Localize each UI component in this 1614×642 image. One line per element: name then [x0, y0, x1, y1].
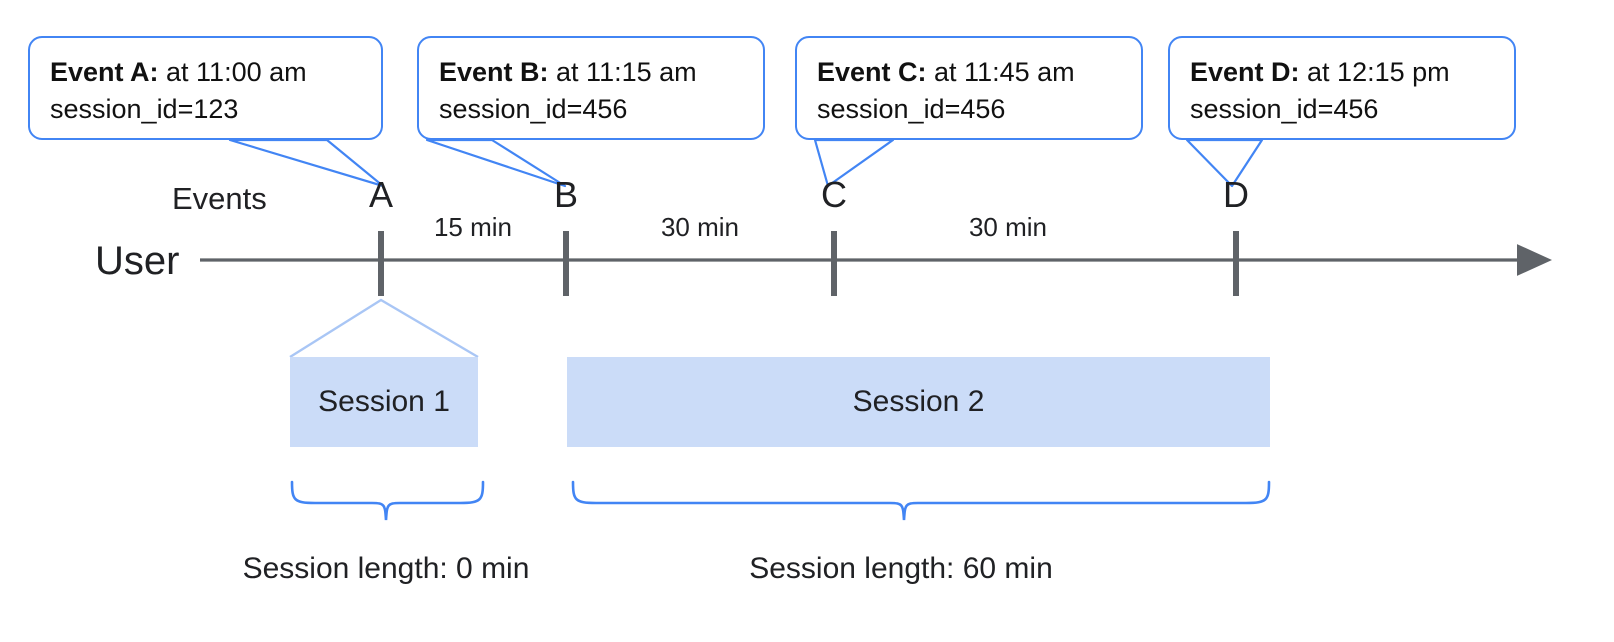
callout-a-head: Event A: [50, 57, 159, 87]
interval-label-b-c: 30 min [660, 212, 740, 242]
callout-event-a: Event A: at 11:00 am session_id=123 [28, 36, 383, 140]
brace-session-2 [571, 480, 1271, 521]
session-1-label: Session 1 [318, 385, 450, 418]
callout-d-time: at 12:15 pm [1299, 57, 1450, 87]
callout-a-session: session_id=123 [50, 94, 239, 125]
event-marker-b: B [553, 174, 578, 215]
callout-b-tail [425, 138, 567, 188]
callout-b-head: Event B: [439, 57, 549, 87]
user-row-label: User [95, 239, 180, 283]
events-row-label: Events [172, 181, 267, 216]
callout-d-head: Event D: [1190, 57, 1300, 87]
session-2-label: Session 2 [852, 385, 985, 418]
callout-d-tail [1185, 138, 1264, 188]
callout-a-time: at 11:00 am [158, 57, 307, 87]
callout-b-session: session_id=456 [439, 94, 628, 125]
session-box-1: Session 1 [290, 357, 478, 447]
callout-c-time: at 11:45 am [926, 57, 1075, 87]
session-2-length-label: Session length: 60 min [749, 552, 1053, 585]
callout-c-session: session_id=456 [817, 94, 1006, 125]
callout-c-head: Event C: [817, 57, 927, 87]
brace-session-1 [290, 480, 485, 521]
session-1-length-label: Session length: 0 min [242, 552, 530, 585]
callout-event-c: Event C: at 11:45 am session_id=456 [795, 36, 1143, 140]
interval-label-a-b: 15 min [433, 212, 513, 242]
interval-label-c-d: 30 min [968, 212, 1048, 242]
callout-a-tail [228, 138, 385, 188]
event-marker-a: A [368, 174, 393, 215]
callout-event-b: Event B: at 11:15 am session_id=456 [417, 36, 765, 140]
callout-c-tail [813, 138, 895, 188]
session-1-leader-lines [289, 298, 479, 359]
event-marker-d: D [1223, 174, 1249, 215]
callout-event-d: Event D: at 12:15 pm session_id=456 [1168, 36, 1516, 140]
session-box-2: Session 2 [567, 357, 1270, 447]
callout-d-session: session_id=456 [1190, 94, 1379, 125]
event-marker-c: C [821, 174, 847, 215]
callout-b-time: at 11:15 am [548, 57, 697, 87]
